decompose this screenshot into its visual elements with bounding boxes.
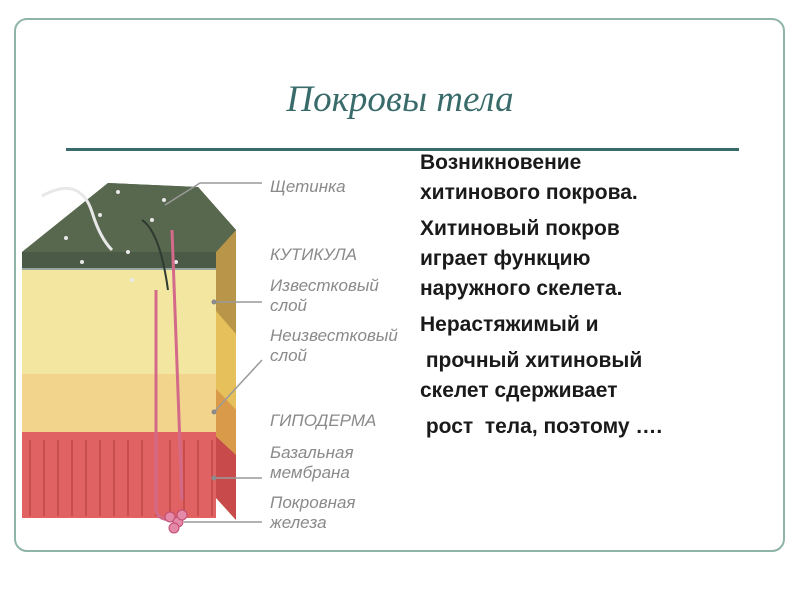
text-line: Возникновение xyxy=(420,151,582,174)
text-line: прочный хитиновый xyxy=(420,349,643,372)
hypodermis-layer xyxy=(22,430,216,518)
slide-title: Покровы тела xyxy=(286,79,514,120)
text-line: играет функцию xyxy=(420,247,591,270)
label-noncalcified-2: слой xyxy=(270,346,307,365)
label-basal-1: Базальная xyxy=(270,443,354,462)
text-line: хитинового покрова. xyxy=(420,181,638,204)
label-noncalcified-1: Неизвестковый xyxy=(270,326,398,345)
noncalcified-layer xyxy=(22,372,216,432)
title-divider xyxy=(66,148,739,151)
label-gland-2: железа xyxy=(270,513,327,532)
label-calcified-1: Известковый xyxy=(270,276,379,295)
label-bristle: Щетинка xyxy=(270,177,346,196)
gland xyxy=(164,509,188,534)
text-line: рост тела, поэтому …. xyxy=(420,415,663,438)
leader-lines xyxy=(164,182,263,523)
label-hypodermis: ГИПОДЕРМА xyxy=(270,411,377,430)
label-cuticle: КУТИКУЛА xyxy=(270,245,357,264)
label-basal-2: мембрана xyxy=(270,463,350,482)
label-calcified-2: слой xyxy=(270,296,307,315)
text-line: наружного скелета. xyxy=(420,277,623,300)
bristle xyxy=(41,186,114,252)
surface-pores xyxy=(64,190,178,282)
text-line: Хитиновый покров xyxy=(420,217,620,240)
label-gland-1: Покровная xyxy=(270,493,356,512)
text-line: Нерастяжимый и xyxy=(420,313,599,336)
calcified-layer xyxy=(22,268,216,374)
text-line: скелет сдерживает xyxy=(420,379,618,402)
body-text: Возникновение хитинового покрова. Хитино… xyxy=(420,148,790,442)
